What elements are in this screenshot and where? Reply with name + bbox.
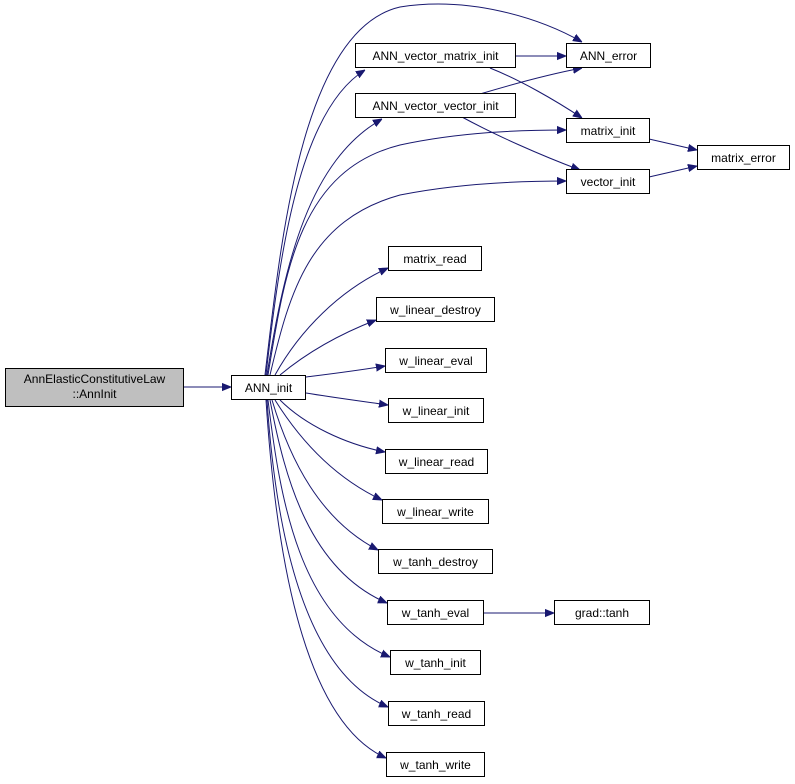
edge-ann-init-to-ann-error <box>264 3 582 376</box>
node-grad-tanh-label: grad::tanh <box>575 606 629 620</box>
edge-ann-init-to-vector-vector-init <box>266 119 382 376</box>
node-grad-tanh[interactable]: grad::tanh <box>554 600 650 625</box>
edge-ann-init-to-w-tanh-destroy <box>271 399 378 550</box>
node-w-tanh-destroy[interactable]: w_tanh_destroy <box>378 549 493 574</box>
node-vector-init-label: vector_init <box>581 175 636 189</box>
edge-ann-init-to-w-linear-eval <box>305 366 385 378</box>
edge-ann-init-to-w-linear-write <box>274 399 382 500</box>
node-w-tanh-init-label: w_tanh_init <box>404 656 466 670</box>
node-w-linear-eval[interactable]: w_linear_eval <box>385 348 487 373</box>
node-root[interactable]: AnnElasticConstitutiveLaw ::AnnInit <box>5 368 184 407</box>
node-w-tanh-eval[interactable]: w_tanh_eval <box>387 600 484 625</box>
node-w-linear-destroy[interactable]: w_linear_destroy <box>376 297 495 322</box>
node-ann-init-label: ANN_init <box>245 381 293 395</box>
node-ann-vector-vector-init[interactable]: ANN_vector_vector_init <box>355 93 516 118</box>
edge-ann-init-to-w-tanh-write <box>265 399 386 758</box>
node-w-tanh-eval-label: w_tanh_eval <box>401 606 469 620</box>
edge-ann-init-to-w-linear-read <box>279 399 385 452</box>
edge-vector-matrix-init-to-matrix-init <box>489 67 582 118</box>
node-ann-vector-matrix-init[interactable]: ANN_vector_matrix_init <box>355 43 516 68</box>
node-matrix-error-label: matrix_error <box>711 151 776 165</box>
edge-ann-init-to-w-linear-init <box>305 392 388 405</box>
edge-ann-init-to-matrix-read <box>274 268 388 376</box>
node-w-linear-write-label: w_linear_write <box>396 505 474 519</box>
node-ann-error-label: ANN_error <box>580 49 637 63</box>
edges <box>184 3 697 758</box>
node-w-linear-read[interactable]: w_linear_read <box>385 449 488 474</box>
node-w-tanh-write[interactable]: w_tanh_write <box>386 752 485 777</box>
node-matrix-read-label: matrix_read <box>403 252 466 266</box>
node-ann-vector-vector-init-label: ANN_vector_vector_init <box>372 99 499 113</box>
edge-ann-init-to-w-tanh-read <box>266 399 388 707</box>
node-ann-error[interactable]: ANN_error <box>566 43 651 68</box>
node-matrix-read[interactable]: matrix_read <box>388 246 482 271</box>
node-w-tanh-destroy-label: w_tanh_destroy <box>392 555 478 569</box>
node-w-linear-init[interactable]: w_linear_init <box>388 398 484 423</box>
edge-vector-init-to-matrix-error <box>648 166 697 178</box>
edge-ann-init-to-w-tanh-eval <box>269 399 387 603</box>
edge-vector-vector-init-to-vector-init <box>461 116 580 170</box>
edge-ann-init-to-vector-init <box>269 181 566 376</box>
edge-ann-init-to-matrix-init <box>267 130 566 376</box>
node-w-tanh-read[interactable]: w_tanh_read <box>388 701 485 726</box>
edge-ann-init-to-vector-matrix-init <box>265 70 365 376</box>
node-w-linear-read-label: w_linear_read <box>398 455 474 469</box>
node-w-linear-eval-label: w_linear_eval <box>398 354 472 368</box>
edge-ann-init-to-w-tanh-init <box>267 399 390 658</box>
node-w-tanh-read-label: w_tanh_read <box>401 707 471 721</box>
node-w-linear-init-label: w_linear_init <box>402 404 470 418</box>
node-w-tanh-write-label: w_tanh_write <box>399 758 471 772</box>
node-ann-init[interactable]: ANN_init <box>231 375 306 400</box>
edge-ann-init-to-w-linear-destroy <box>279 320 376 376</box>
node-w-tanh-init[interactable]: w_tanh_init <box>390 650 481 675</box>
node-root-label-line2: ::AnnInit <box>72 387 117 401</box>
node-matrix-error[interactable]: matrix_error <box>697 145 790 170</box>
edge-matrix-init-to-matrix-error <box>648 138 697 150</box>
edge-vector-vector-init-to-ann-error <box>479 68 582 95</box>
node-ann-vector-matrix-init-label: ANN_vector_matrix_init <box>372 49 499 63</box>
node-w-linear-destroy-label: w_linear_destroy <box>389 303 481 317</box>
node-matrix-init[interactable]: matrix_init <box>566 118 650 143</box>
node-w-linear-write[interactable]: w_linear_write <box>382 499 489 524</box>
node-vector-init[interactable]: vector_init <box>566 169 650 194</box>
node-matrix-init-label: matrix_init <box>581 124 636 138</box>
node-root-label-line1: AnnElasticConstitutiveLaw <box>24 372 166 386</box>
